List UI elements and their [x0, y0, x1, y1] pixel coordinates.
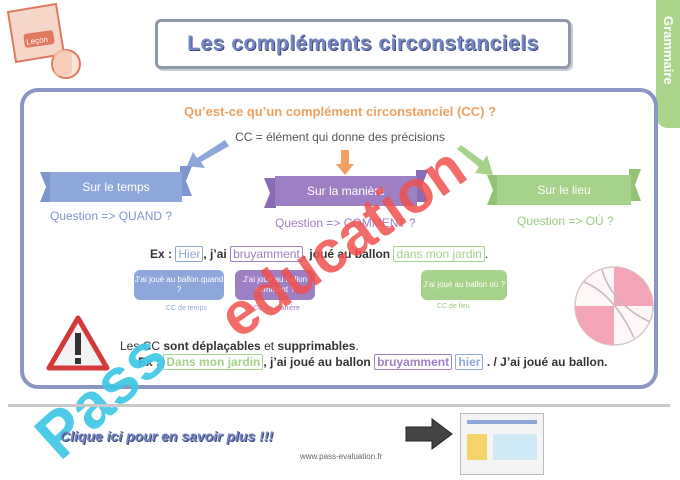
label-cc-manner: CC de manière [253, 305, 301, 312]
ribbon-manner-label: Sur la manière [306, 184, 386, 198]
website-url: www.pass-evaluation.fr [300, 452, 383, 461]
cc-manner-highlight: bruyamment [230, 246, 303, 262]
page-title-box: Les compléments circonstanciels [155, 19, 571, 69]
lesson-icon: Leçon [6, 2, 81, 79]
grammar-tab-label: Grammaire [661, 16, 676, 85]
bubble-manner-text: J’ai joué au ballon comment ? [242, 275, 308, 294]
bubble-place: J’ai joué au ballon où ? [421, 270, 507, 300]
ribbon-time-label: Sur le temps [82, 180, 150, 194]
example-part1: , j’ai [203, 247, 227, 261]
bubble-place-text: J’ai joué au ballon où ? [423, 280, 505, 290]
arrow-down-icon [336, 150, 354, 175]
arrow-right-footer-icon[interactable] [404, 418, 454, 450]
movable-part2: . / J’ai joué au ballon. [486, 355, 608, 369]
main-frame [20, 88, 658, 389]
label-cc-time: CC de temps [166, 305, 207, 312]
question-place: Question => OÙ ? [517, 214, 614, 228]
ribbon-place: Sur le lieu [497, 175, 631, 205]
thumb-picture-2 [493, 434, 537, 460]
movable-rule-c: et [264, 339, 275, 353]
intro-definition: CC = élément qui donne des précisions [235, 130, 445, 144]
arrow-right-icon [457, 145, 493, 175]
grammar-tab[interactable]: Grammaire [656, 0, 680, 128]
example-sentence: Ex : Hier, j’ai bruyamment, joué au ball… [150, 246, 489, 262]
example-part2: , joué au ballon [302, 247, 391, 261]
arrow-left-icon [187, 140, 229, 168]
example-end: . [484, 247, 489, 261]
movable-rule-b: sont déplaçables [163, 339, 261, 353]
ribbon-place-shape [487, 169, 641, 205]
question-time: Question => QUAND ? [50, 209, 173, 223]
bubble-time-text: J’ai joué au ballon quand ? [134, 275, 224, 294]
movable-cc-manner: bruyamment [374, 354, 453, 370]
footer-divider [8, 404, 670, 407]
movable-rule-a: Les CC [120, 339, 161, 353]
movable-ex-prefix: Ex : [138, 355, 161, 369]
bubble-manner: J’ai joué au ballon comment ? [235, 270, 315, 300]
page-title: Les compléments circonstanciels [187, 32, 539, 55]
thumb-title-bar [467, 420, 537, 424]
intro-question: Qu’est-ce qu’un complément circonstancie… [183, 104, 497, 119]
cc-place-highlight: dans mon jardin [393, 246, 485, 262]
label-cc-place: CC de lieu [437, 303, 470, 310]
more-info-link[interactable]: Clique ici pour en savoir plus !!! [60, 428, 274, 444]
example-prefix: Ex : [150, 247, 173, 261]
bubble-time: J’ai joué au ballon quand ? [134, 270, 224, 300]
movable-rule-d: supprimables [277, 339, 356, 353]
ribbon-manner-shape [264, 170, 428, 208]
ribbon-manner: Sur la manière [275, 176, 417, 206]
movable-rule-e: . [355, 339, 359, 353]
question-manner: Question => COMMENT ? [275, 216, 416, 230]
movable-part1: , j’ai joué au ballon [263, 355, 371, 369]
ribbon-time-shape [40, 166, 192, 202]
movable-example: Ex : Dans mon jardin, j’ai joué au ballo… [138, 354, 608, 370]
movable-rule: Les CC sont déplaçables et supprimables. [120, 339, 359, 353]
thumb-picture-1 [467, 434, 487, 460]
ribbon-time: Sur le temps [50, 172, 182, 202]
svg-text:Leçon: Leçon [26, 35, 49, 47]
warning-icon [46, 315, 110, 371]
movable-cc-time: hier [455, 354, 484, 370]
beach-ball-icon [574, 266, 654, 346]
ribbon-place-label: Sur le lieu [537, 183, 591, 197]
movable-cc-place: Dans mon jardin [163, 354, 264, 370]
cc-time-highlight: Hier [175, 246, 204, 262]
lesson-thumbnail[interactable] [460, 413, 544, 475]
